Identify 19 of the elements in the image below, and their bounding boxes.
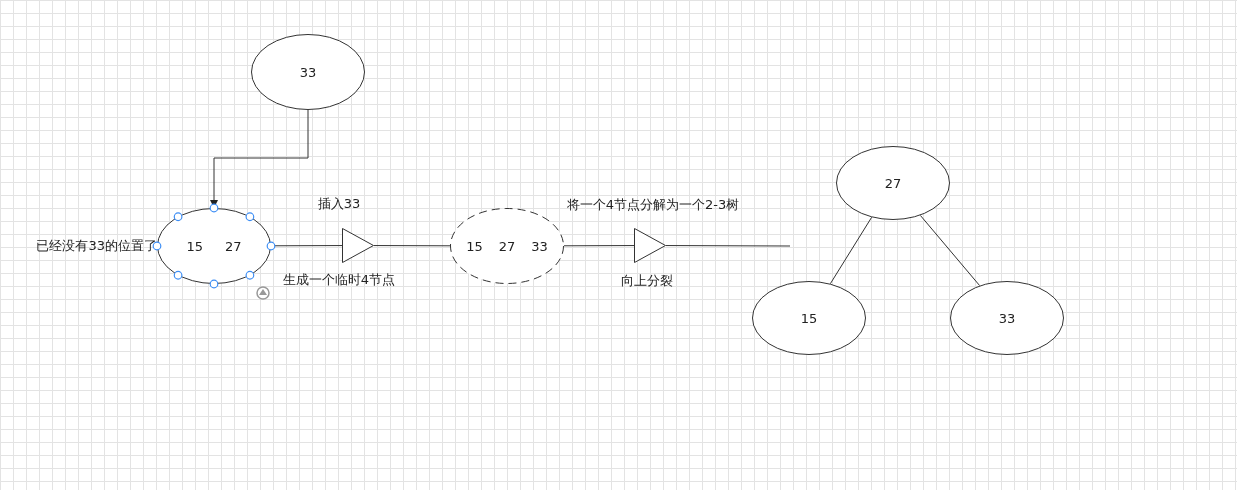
annotation-text: 插入33 [317,195,361,213]
connector-line [373,245,451,247]
node-value: 33 [531,238,548,254]
node-value: 27 [884,175,902,191]
node-value: 27 [498,238,516,254]
annotation-text: 向上分裂 [621,272,673,290]
node-value: 15 [800,310,818,326]
annotation-text: 已经没有33的位置了 [36,237,157,255]
connector-line [919,214,981,287]
annotation-text: 将一个4节点分解为一个2-3树 [566,196,740,214]
node-value: 15 [186,238,203,254]
connector-line [563,245,635,247]
annotation-text: 生成一个临时4节点 [282,271,396,289]
node-value: 33 [998,310,1016,326]
node-value: 33 [299,64,317,80]
node-value: 15 [466,238,483,254]
node-value: 27 [225,238,242,254]
connector-line [665,245,791,247]
connector-line [829,216,873,285]
